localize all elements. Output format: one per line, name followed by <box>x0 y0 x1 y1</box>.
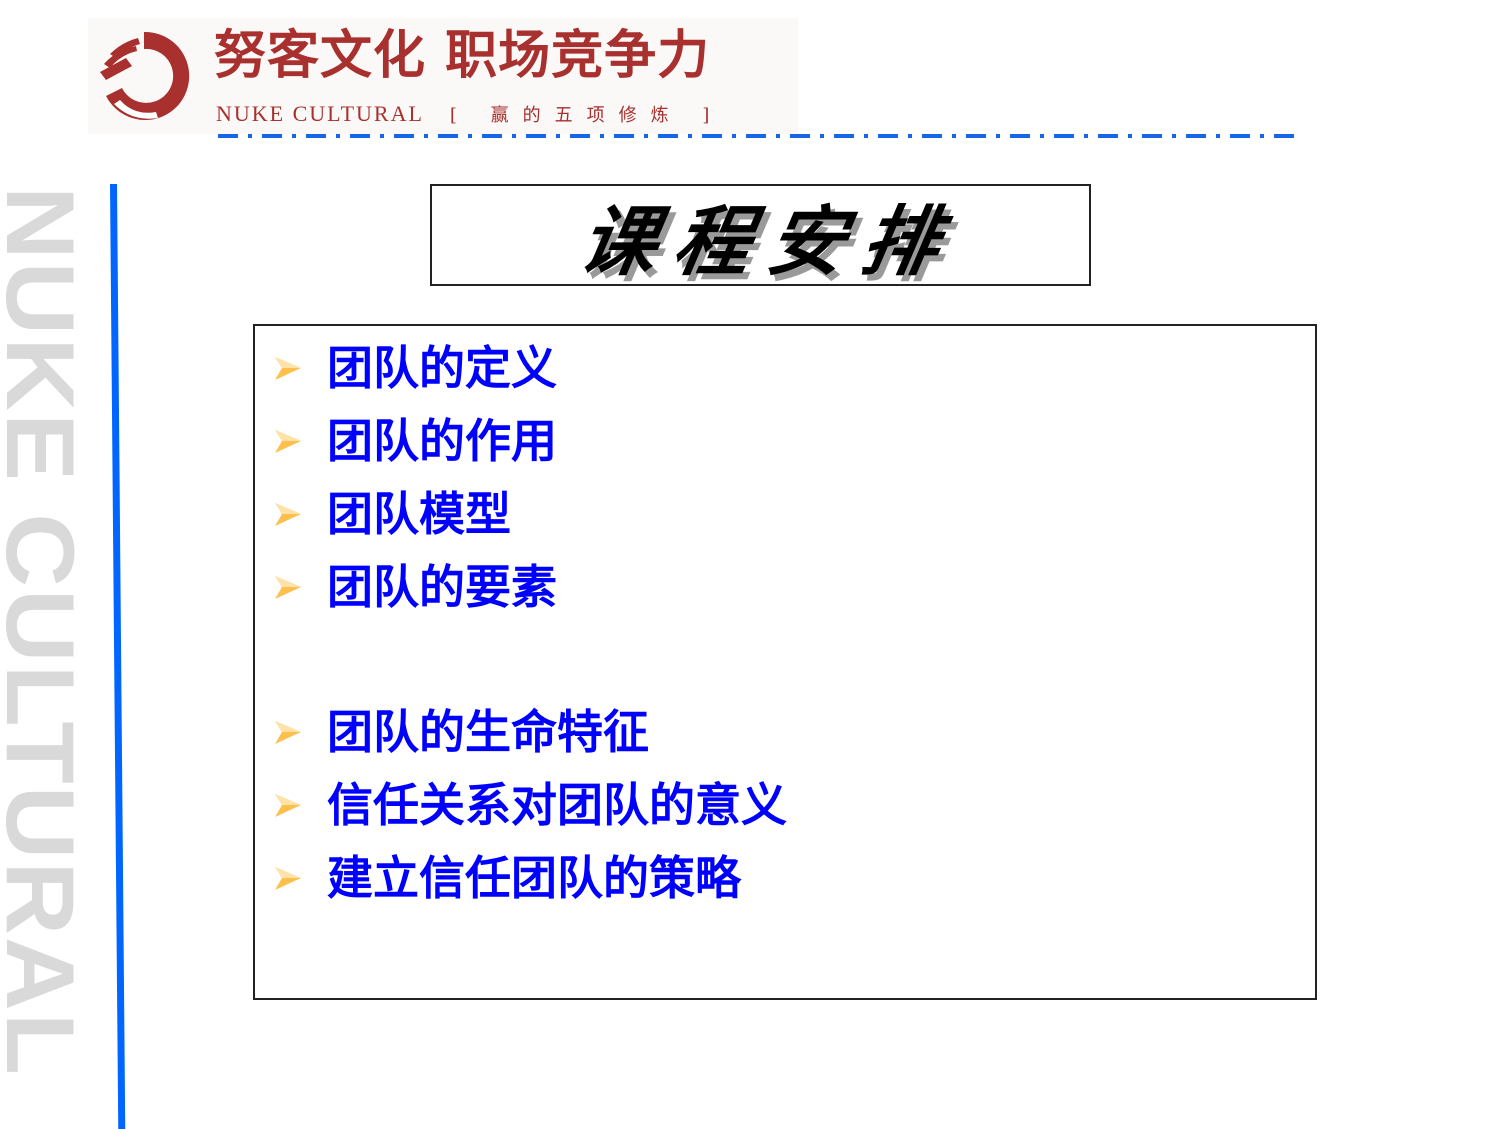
arrowhead-bullet-icon <box>275 357 301 380</box>
arrowhead-bullet-icon <box>275 576 301 599</box>
agenda-item-label: 信任关系对团队的意义 <box>327 778 787 832</box>
slide-title-box: 课程安排 <box>430 184 1091 286</box>
arrowhead-bullet-icon <box>275 430 301 453</box>
header-divider <box>218 134 1298 138</box>
vertical-rule <box>110 184 126 1129</box>
arrowhead-bullet-icon <box>275 794 301 817</box>
logo-subtitle-en: NUKE CULTURAL <box>216 101 424 126</box>
arrowhead-bullet-icon <box>275 867 301 890</box>
agenda-item-label: 团队的作用 <box>327 414 557 468</box>
agenda-item-label: 团队模型 <box>327 487 511 541</box>
logo-tagline: [ 赢的五项修炼 ] <box>449 105 724 126</box>
agenda-list: 团队的定义 团队的作用 团队模型 团队的要素 团队的生命特征 信任关系对团队的意… <box>253 324 1317 1000</box>
logo-title: 努客文化 职场竞争力 <box>214 25 711 86</box>
arrowhead-bullet-icon <box>275 721 301 744</box>
agenda-item-label: 建立信任团队的策略 <box>327 851 741 905</box>
slide-title: 课程安排 <box>572 197 965 286</box>
header-logo: 努客文化 职场竞争力 NUKE CULTURAL [ 赢的五项修炼 ] <box>88 18 798 134</box>
side-watermark: NUKE CULTURAL <box>0 186 95 1078</box>
logo-subtitle: NUKE CULTURAL [ 赢的五项修炼 ] <box>216 102 723 128</box>
agenda-item-label: 团队的要素 <box>327 560 557 614</box>
agenda-item-label: 团队的生命特征 <box>327 705 649 759</box>
arrowhead-bullet-icon <box>275 503 301 526</box>
agenda-item-label: 团队的定义 <box>327 341 557 395</box>
logo-swirl-icon <box>100 31 190 120</box>
